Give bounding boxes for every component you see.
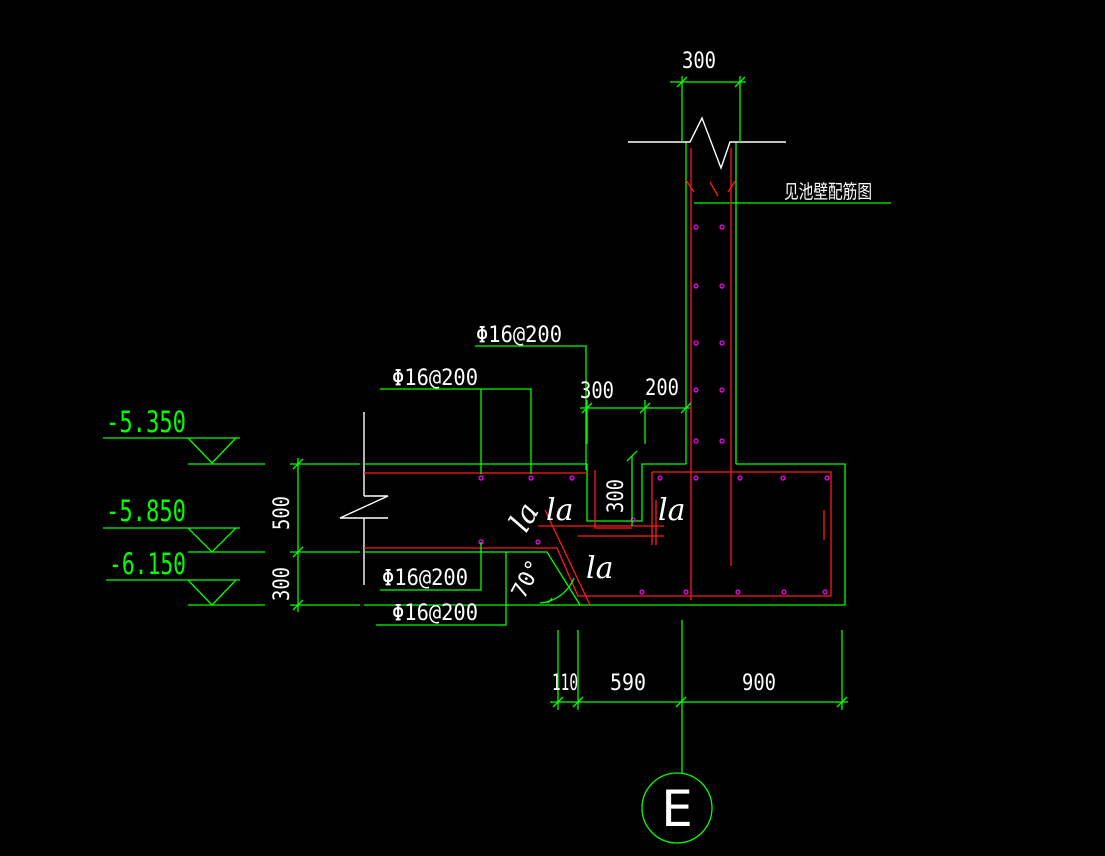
elevation-marker-1: -5.350 [103, 405, 265, 465]
rebar-label-4: Φ16@200 [376, 552, 507, 626]
axis-bubble: E [641, 772, 713, 844]
anchorage-label: la [503, 497, 547, 538]
rebar-label-3: Φ16@200 [380, 542, 482, 591]
top-dimension: 300 [670, 49, 746, 142]
rebar-label-2: Φ16@200 [380, 366, 532, 474]
pit-dimensions: 300 200 300 [580, 376, 692, 526]
angle-label: 70° [507, 556, 548, 603]
wall-break-line [628, 116, 786, 171]
rebar-label-1: Φ16@200 [475, 323, 587, 470]
anchorage-label: la [586, 551, 613, 586]
pit-dim-300: 300 [580, 379, 614, 404]
pit-dim-vertical: 300 [604, 479, 629, 513]
pit-dim-200: 200 [645, 376, 679, 401]
elevation-label: -6.150 [109, 547, 186, 581]
dim-110: 110 [552, 671, 578, 696]
wall-note-text: 见池壁配筋图 [784, 181, 872, 203]
axis-label: E [661, 780, 693, 838]
elevation-label: -5.350 [106, 405, 186, 439]
bottom-dimensions: 110 590 900 [550, 630, 848, 710]
side-dimension: 500 300 [270, 458, 360, 612]
rebar-spec: Φ16@200 [392, 366, 478, 391]
rebar-spec: Φ16@200 [392, 601, 478, 626]
elevation-marker-2: -5.850 [103, 494, 265, 553]
anchorage-label: la [546, 493, 573, 528]
wall-note: 见池壁配筋图 [694, 181, 891, 204]
elevation-label: -5.850 [106, 494, 186, 528]
anchorage-label: la [658, 493, 685, 528]
elevation-marker-3: -6.150 [106, 547, 265, 606]
dim-900: 900 [742, 671, 776, 696]
rebar-spec: Φ16@200 [382, 566, 468, 591]
top-dimension-text: 300 [682, 49, 716, 74]
dimension-300: 300 [270, 567, 295, 601]
rebar-dots [478, 224, 830, 595]
slab-break-line [339, 412, 389, 585]
dimension-500: 500 [270, 496, 295, 530]
rebar-spec: Φ16@200 [476, 323, 562, 348]
rebar-lines [364, 148, 832, 606]
concrete-outline [364, 142, 846, 606]
dim-590: 590 [610, 671, 646, 696]
